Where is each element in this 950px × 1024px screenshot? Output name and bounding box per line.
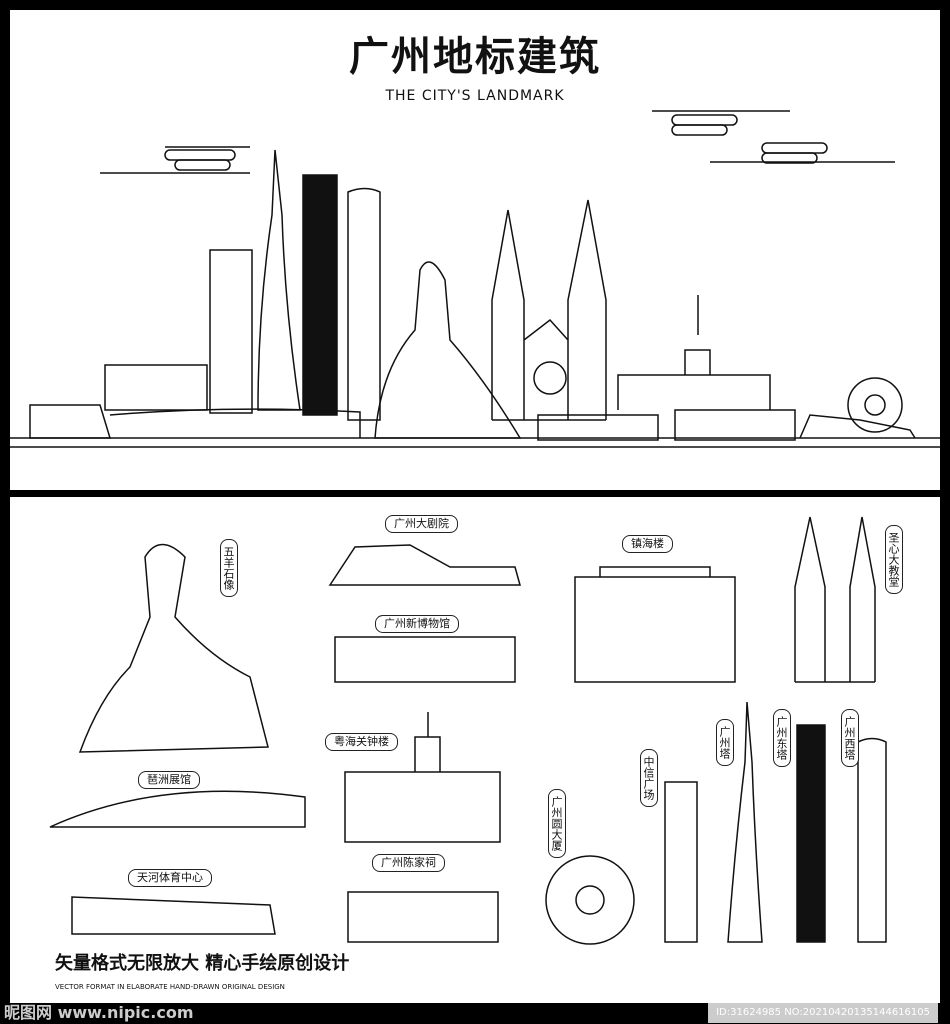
- customs-clock-tower: [617, 295, 771, 410]
- slogan-english: VECTOR FORMAT IN ELABORATE HAND-DRAWN OR…: [55, 983, 285, 991]
- pazhou-exhibition: [49, 790, 306, 828]
- label-west-tower: 广州西塔: [841, 709, 859, 767]
- skyline-illustration: [10, 110, 940, 448]
- sacred-heart-cathedral: [794, 516, 876, 683]
- watermark-id: ID:31624985 NO:20210420135144616105: [708, 1003, 938, 1023]
- five-goats-statue: [374, 261, 522, 439]
- citic-plaza: [664, 781, 698, 943]
- sacred-heart-cathedral: [491, 199, 607, 421]
- guangzhou-circle: [545, 855, 635, 945]
- page-subtitle: THE CITY'S LANDMARK: [385, 88, 565, 104]
- skyline-panel: 广州地标建筑 THE CITY'S LANDMARK: [10, 10, 940, 490]
- label-cathedral: 圣心大教堂: [885, 525, 903, 594]
- citic-plaza: [209, 249, 253, 414]
- museum: [334, 636, 516, 683]
- label-opera: 广州大剧院: [385, 515, 458, 533]
- east-tower: [796, 724, 826, 943]
- west-tower: [857, 737, 887, 943]
- opera-house: [328, 544, 521, 586]
- label-customs: 粤海关钟楼: [325, 733, 398, 751]
- stadium: [29, 404, 361, 439]
- slogan: 矢量格式无限放大 精心手绘原创设计: [55, 953, 350, 974]
- label-east-tower: 广州东塔: [773, 709, 791, 767]
- chen-clan-hall: [674, 409, 796, 441]
- west-tower: [347, 187, 381, 421]
- canton-tower: [257, 149, 301, 411]
- cloud-icon: [100, 146, 250, 174]
- watermark-site: 昵图网 www.nipic.com: [4, 1003, 194, 1022]
- guangzhou-circle: [847, 377, 903, 433]
- zhenhai-tower: [574, 566, 736, 683]
- chen-clan-hall: [347, 891, 499, 943]
- five-goats-statue: [78, 543, 269, 753]
- cloud-icon: [652, 110, 895, 164]
- zhenhai-tower: [104, 364, 208, 411]
- label-zhenhai: 镇海楼: [622, 535, 673, 553]
- east-tower: [302, 174, 338, 416]
- canton-tower: [727, 701, 763, 943]
- museum: [537, 414, 659, 441]
- label-tianhe: 天河体育中心: [128, 869, 212, 887]
- opera-house: [799, 414, 916, 439]
- label-pazhou: 琶洲展馆: [138, 771, 200, 789]
- page-title: 广州地标建筑: [349, 34, 601, 80]
- customs-clock-tower: [344, 712, 501, 843]
- label-citic: 中信广场: [640, 749, 658, 807]
- label-museum: 广州新博物馆: [375, 615, 459, 633]
- label-chenjia: 广州陈家祠: [372, 854, 445, 872]
- tianhe-stadium: [71, 896, 276, 935]
- label-circle: 广州圆大厦: [548, 789, 566, 858]
- landmarks-panel: 五羊石像 广州大剧院 广州新博物馆 镇海楼 圣心大教堂 琶洲展馆 粤海关钟楼 中…: [10, 497, 940, 1003]
- label-tower: 广州塔: [716, 719, 734, 766]
- landmark-illustrations: [49, 516, 887, 945]
- label-wuyang: 五羊石像: [220, 539, 238, 597]
